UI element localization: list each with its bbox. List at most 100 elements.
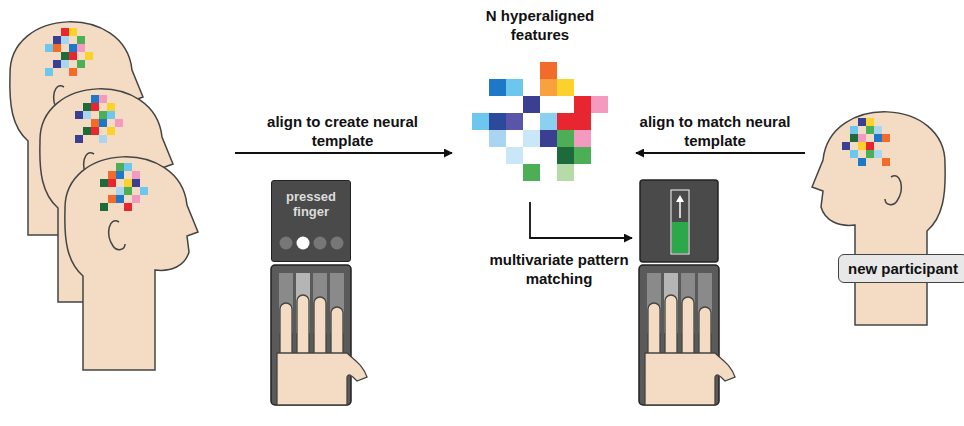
feature-cell xyxy=(557,130,574,147)
brain-voxel xyxy=(108,179,116,187)
brain-voxel xyxy=(107,111,115,119)
brain-voxel xyxy=(107,103,115,111)
brain-voxel xyxy=(85,52,93,60)
node-title: N hyperaligned features xyxy=(465,6,615,44)
brain-voxel xyxy=(858,142,866,150)
brain-voxel xyxy=(116,171,124,179)
brain-voxel xyxy=(866,118,874,126)
feature-cell xyxy=(557,164,574,181)
feature-cell xyxy=(472,113,489,130)
finger-dot xyxy=(280,237,293,250)
brain-patches xyxy=(45,28,890,211)
brain-voxel xyxy=(91,103,99,111)
brain-voxel xyxy=(99,135,107,143)
brain-voxel xyxy=(77,44,85,52)
brain-voxel xyxy=(91,95,99,103)
feature-cell xyxy=(540,62,557,79)
brain-voxel xyxy=(77,60,85,68)
feature-cell xyxy=(489,113,506,130)
brain-voxel xyxy=(53,36,61,44)
feature-cell xyxy=(540,113,557,130)
brain-voxel xyxy=(53,44,61,52)
brain-voxel xyxy=(91,119,99,127)
brain-voxel xyxy=(874,150,882,158)
brain-voxel xyxy=(124,163,132,171)
brain-voxel xyxy=(107,127,115,135)
feature-cell xyxy=(574,113,591,130)
brain-voxel xyxy=(132,195,140,203)
brain-voxel xyxy=(132,171,140,179)
brain-voxel xyxy=(77,36,85,44)
feature-cell xyxy=(523,164,540,181)
feature-cell xyxy=(506,147,523,164)
brain-voxel xyxy=(850,150,858,158)
stimulus-screen: pressed finger xyxy=(271,180,351,262)
feature-cell xyxy=(489,130,506,147)
brain-voxel xyxy=(91,127,99,135)
brain-voxel xyxy=(61,28,69,36)
node-title: pressed finger xyxy=(276,189,346,219)
brain-voxel xyxy=(69,68,77,76)
brain-voxel xyxy=(69,44,77,52)
feature-cell xyxy=(574,96,591,113)
brain-voxel xyxy=(116,195,124,203)
finger-indicators xyxy=(276,235,346,251)
feature-cell xyxy=(523,96,540,113)
arrow-label: align to create neural template xyxy=(255,112,430,150)
brain-voxel xyxy=(45,68,53,76)
brain-voxel xyxy=(132,179,140,187)
feature-grid xyxy=(472,62,622,192)
feature-template: N hyperaligned features xyxy=(450,6,630,201)
brain-voxel xyxy=(69,52,77,60)
brain-voxel xyxy=(874,126,882,134)
feature-cell xyxy=(574,147,591,164)
finger-dot xyxy=(331,237,344,250)
brain-voxel xyxy=(842,142,850,150)
brain-voxel xyxy=(850,126,858,134)
brain-voxel xyxy=(99,119,107,127)
arrow-label: align to match neural template xyxy=(630,112,800,150)
brain-voxel xyxy=(53,60,61,68)
brain-voxel xyxy=(858,158,866,166)
node-title: new participant xyxy=(848,259,958,278)
feature-cell xyxy=(506,113,523,130)
feature-cell xyxy=(506,79,523,96)
brain-voxel xyxy=(115,119,123,127)
brain-voxel xyxy=(83,111,91,119)
brain-voxel xyxy=(108,171,116,179)
brain-voxel xyxy=(99,95,107,103)
finger-dot xyxy=(314,237,327,250)
brain-voxel xyxy=(45,44,53,52)
keyboards xyxy=(271,265,735,405)
brain-voxel xyxy=(866,142,874,150)
brain-voxel xyxy=(100,179,108,187)
brain-voxel xyxy=(99,111,107,119)
brain-voxel xyxy=(61,52,69,60)
feature-cell xyxy=(557,113,574,130)
feature-cell xyxy=(540,79,557,96)
brain-voxel xyxy=(124,179,132,187)
brain-voxel xyxy=(75,111,83,119)
brain-voxel xyxy=(850,134,858,142)
brain-voxel xyxy=(69,28,77,36)
brain-voxel xyxy=(866,150,874,158)
brain-voxel xyxy=(858,134,866,142)
brain-voxel xyxy=(866,126,874,134)
brain-voxel xyxy=(882,158,890,166)
brain-voxel xyxy=(858,118,866,126)
brain-voxel xyxy=(882,134,890,142)
feature-cell xyxy=(557,147,574,164)
brain-voxel xyxy=(116,187,124,195)
brain-voxel xyxy=(108,195,116,203)
brain-voxel xyxy=(124,203,132,211)
participant-box: new participant xyxy=(838,254,964,283)
feedback-screen xyxy=(640,180,718,262)
finger-dot xyxy=(297,237,310,250)
brain-voxel xyxy=(116,163,124,171)
brain-voxel xyxy=(83,103,91,111)
brain-voxel xyxy=(61,60,69,68)
feature-cell xyxy=(540,130,557,147)
brain-voxel xyxy=(61,36,69,44)
feature-cell xyxy=(489,79,506,96)
